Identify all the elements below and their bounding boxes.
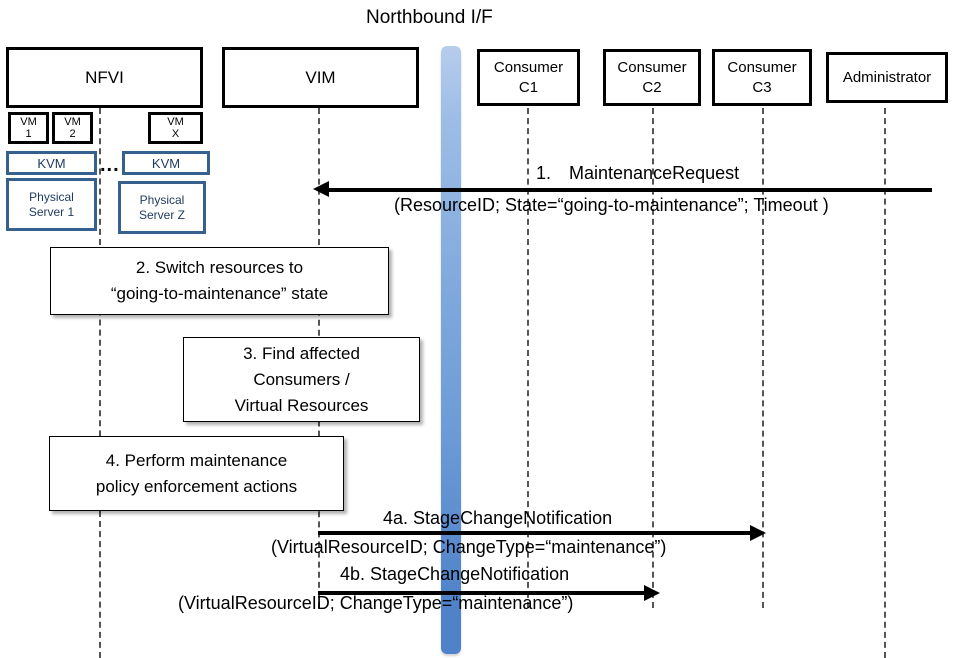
vm-box-x[interactable]: VM X bbox=[148, 112, 203, 144]
action-box-step3-line3: Virtual Resources bbox=[234, 395, 369, 415]
message-params-1: (ResourceID; State=“going-to-maintenance… bbox=[394, 195, 829, 215]
lifeline-administrator bbox=[884, 108, 886, 658]
vm-box-2[interactable]: VM 2 bbox=[52, 112, 93, 144]
lifeline-head-consumer-c1-sublabel: C1 bbox=[518, 78, 539, 96]
message-line-1 bbox=[327, 188, 932, 192]
diagram-title: Northbound I/F bbox=[366, 7, 493, 28]
action-box-step3[interactable]: 3. Find affected Consumers / Virtual Res… bbox=[183, 337, 420, 422]
action-box-step4-line2: policy enforcement actions bbox=[95, 476, 298, 496]
lifeline-consumer-c1 bbox=[527, 108, 529, 608]
lifeline-head-consumer-c2[interactable]: Consumer C2 bbox=[603, 49, 701, 106]
physical-server-box-z[interactable]: Physical Server Z bbox=[118, 181, 206, 234]
lifeline-head-consumer-c2-sublabel: C2 bbox=[642, 78, 662, 96]
lifeline-head-nfvi[interactable]: NFVI bbox=[6, 47, 203, 108]
action-box-step2[interactable]: 2. Switch resources to “going-to-mainten… bbox=[50, 247, 389, 315]
vm-box-1-index: 1 bbox=[25, 128, 32, 140]
message-title-1: 1. MaintenanceRequest bbox=[536, 163, 740, 183]
lifeline-head-consumer-c3-sublabel: C3 bbox=[752, 78, 772, 96]
kvm-box-1-label: KVM bbox=[37, 155, 66, 171]
physical-server-box-z-line1: Physical bbox=[139, 192, 185, 207]
lifeline-head-vim[interactable]: VIM bbox=[222, 47, 419, 108]
action-box-step2-line1: 2. Switch resources to bbox=[135, 258, 304, 277]
message-arrowhead-4b bbox=[644, 585, 660, 601]
message-line-4b bbox=[318, 591, 648, 595]
lifeline-head-vim-label: VIM bbox=[305, 67, 336, 87]
vm-box-1[interactable]: VM 1 bbox=[8, 112, 49, 144]
message-arrowhead-4a bbox=[750, 525, 766, 541]
lifeline-head-consumer-c1[interactable]: Consumer C1 bbox=[477, 49, 580, 106]
message-arrowhead-1 bbox=[313, 181, 329, 197]
lifeline-consumer-c2 bbox=[652, 108, 654, 608]
lifeline-head-administrator-label: Administrator bbox=[842, 68, 932, 86]
northbound-interface-bar bbox=[441, 46, 461, 654]
message-title-4a: 4a. StageChangeNotification bbox=[383, 508, 613, 528]
vm-box-1-name: VM bbox=[20, 116, 37, 128]
kvm-box-2[interactable]: KVM bbox=[122, 151, 210, 175]
lifeline-head-consumer-c3[interactable]: Consumer C3 bbox=[712, 49, 812, 106]
physical-server-box-1[interactable]: Physical Server 1 bbox=[6, 178, 97, 231]
lifeline-nfvi bbox=[99, 108, 101, 658]
physical-server-box-1-line1: Physical bbox=[29, 189, 74, 204]
message-params-4a: (VirtualResourceID; ChangeType=“maintena… bbox=[271, 537, 667, 557]
vm-box-2-index: 2 bbox=[69, 128, 76, 140]
vm-box-x-index: X bbox=[171, 128, 180, 140]
action-box-step4[interactable]: 4. Perform maintenance policy enforcemen… bbox=[49, 436, 344, 511]
lifeline-head-administrator[interactable]: Administrator bbox=[826, 52, 948, 103]
lifeline-head-consumer-c2-label: Consumer bbox=[617, 58, 687, 76]
kvm-box-2-label: KVM bbox=[151, 155, 181, 171]
action-box-step3-line2: Consumers / bbox=[253, 369, 350, 389]
lifeline-head-consumer-c1-label: Consumer bbox=[493, 58, 564, 76]
lifeline-consumer-c3 bbox=[762, 108, 764, 608]
vm-box-x-name: VM bbox=[167, 116, 184, 128]
action-box-step4-line1: 4. Perform maintenance bbox=[105, 450, 288, 470]
vm-box-2-name: VM bbox=[64, 116, 81, 128]
lifeline-head-nfvi-label: NFVI bbox=[85, 67, 124, 87]
action-box-step2-line2: “going-to-maintenance” state bbox=[110, 284, 329, 303]
physical-server-box-1-line2: Server 1 bbox=[28, 204, 75, 219]
message-params-4b: (VirtualResourceID; ChangeType=“maintena… bbox=[178, 593, 574, 613]
message-line-4a bbox=[318, 531, 754, 535]
message-title-4b: 4b. StageChangeNotification bbox=[340, 564, 570, 584]
action-box-step3-line1: 3. Find affected bbox=[243, 343, 360, 363]
physical-server-box-z-line2: Server Z bbox=[138, 207, 185, 222]
kvm-box-1[interactable]: KVM bbox=[6, 151, 97, 175]
ellipsis-dots: ... bbox=[100, 154, 120, 176]
lifeline-head-consumer-c3-label: Consumer bbox=[727, 58, 797, 76]
